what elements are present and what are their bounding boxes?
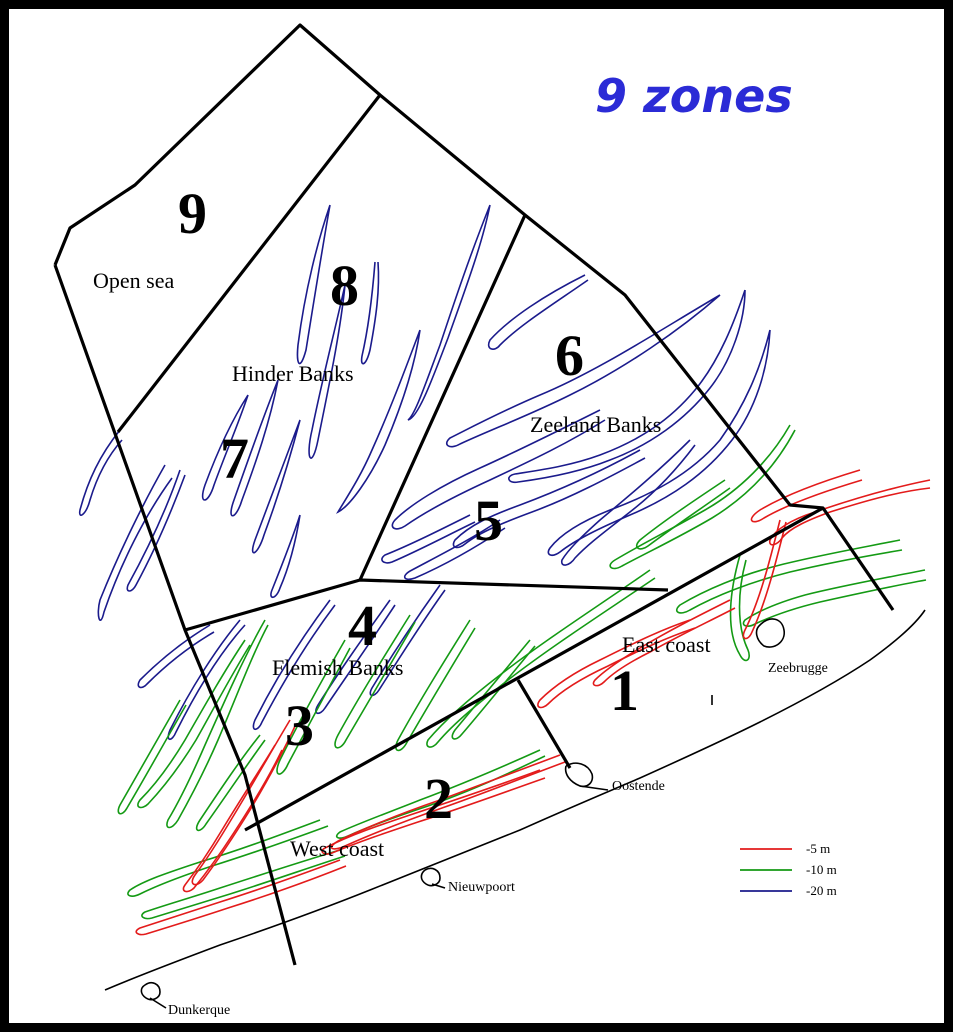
coastline [104,609,926,991]
place-dunkerque: Dunkerque [168,1003,230,1018]
zone-number-5: 5 [474,488,503,553]
dunkerque-marker-line [149,997,167,1009]
nieuwpoort-marker-line [431,883,446,889]
zone-number-6: 6 [555,323,584,388]
zone-number-1: 1 [610,658,639,723]
map-title: 9 zones [595,69,793,123]
zone-number-7: 7 [220,426,249,491]
harbour-zeebrugge [755,618,785,648]
zone-number-4: 4 [348,593,377,658]
zone-number-2: 2 [424,766,453,831]
zone-name-zeeland-banks: Zeeland Banks [530,412,661,437]
legend-label-5m: -5 m [806,841,830,856]
zone-name-hinder-banks: Hinder Banks [232,361,354,386]
harbour-oostende [564,762,594,788]
contours-5m [135,469,931,936]
zone-name-east-coast: East coast [622,632,711,657]
harbour-nieuwpoort [420,867,441,887]
legend-label-10m: -10 m [806,862,837,877]
contours-20m [78,204,771,741]
place-oostende: Oostende [612,779,665,794]
place-nieuwpoort: Nieuwpoort [448,880,515,895]
place-zeebrugge: Zeebrugge [768,661,828,676]
oostende-marker-line [579,785,609,791]
legend: -5 m -10 m -20 m [740,841,837,898]
zone-number-8: 8 [330,253,359,318]
harbour-dunkerque [140,982,161,1001]
zone-number-9: 9 [178,181,207,246]
zone-boundaries [53,23,895,966]
zone-name-flemish-banks: Flemish Banks [272,655,403,680]
zone-number-3: 3 [285,693,314,758]
legend-label-20m: -20 m [806,883,837,898]
zone-name-open-sea: Open sea [93,268,174,293]
zone-name-west-coast: West coast [290,836,384,861]
